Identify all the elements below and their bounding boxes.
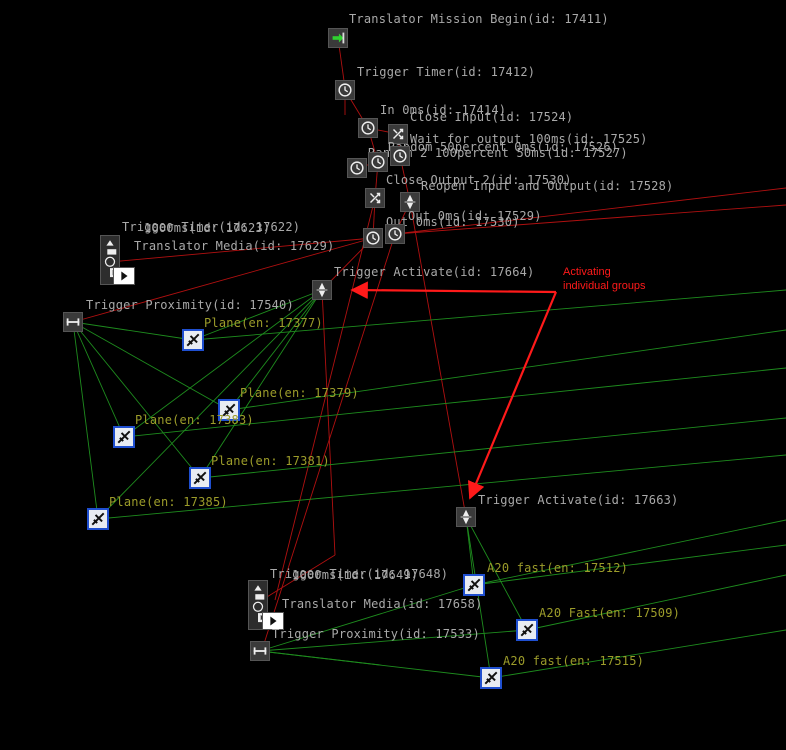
activate-diamond-icon[interactable] (312, 280, 332, 300)
node-label-trigger-proximity-left: Trigger Proximity(id: 17540) (86, 298, 294, 312)
node-label-cluster-left-c: Translator Media(id: 17629) (134, 239, 335, 253)
plane-icon[interactable] (516, 619, 538, 641)
node-label-trigger-activate-top: Trigger Activate(id: 17664) (334, 265, 535, 279)
plane-icon[interactable] (189, 467, 211, 489)
node-label-random-a: Random 50percent 0ms(id: 17526) (388, 140, 619, 154)
plane-icon[interactable] (182, 329, 204, 351)
clock-icon[interactable] (335, 80, 355, 100)
entity-label-a20-17515: A20 fast(en: 17515) (503, 654, 645, 668)
proximity-bar-icon[interactable] (63, 312, 83, 332)
entity-label-plane-17377: Plane(en: 17377) (204, 316, 323, 330)
node-label-wait-output: Wait for output 100ms(id: 17525) (410, 132, 648, 146)
clock-icon[interactable] (363, 228, 383, 248)
clock-icon[interactable] (368, 152, 388, 172)
dice-shuffle-icon[interactable] (365, 188, 385, 208)
node-label-cluster-bottom-c: Translator Media(id: 17658) (282, 597, 483, 611)
node-label-close-input: Close Input(id: 17524) (410, 110, 574, 124)
clock-icon[interactable] (358, 118, 378, 138)
node-label-trigger-timer-top: Trigger Timer(id: 17412) (357, 65, 536, 79)
node-label-reopen-io: Reopen Input and Output(id: 17528) (421, 179, 674, 193)
plane-icon[interactable] (480, 667, 502, 689)
clock-icon[interactable] (390, 146, 410, 166)
node-label-in-0ms: In 0ms(id: 17414) (380, 103, 507, 117)
node-label-cluster-left-b: 1000ms(id: 17623) (144, 221, 271, 235)
entity-label-plane-17385: Plane(en: 17385) (109, 495, 228, 509)
annotation-line1: Activating (563, 266, 611, 278)
entity-label-plane-17379: Plane(en: 17379) (240, 386, 359, 400)
node-label-trigger-proximity-bottom: Trigger Proximity(id: 17533) (272, 627, 480, 641)
node-label-out-0ms-b: Out 0ms(id: 17530) (386, 215, 520, 229)
entity-label-plane-17383: Plane(en: 17383) (135, 413, 254, 427)
plane-icon[interactable] (218, 399, 240, 421)
node-label-cluster-bottom-a: Trigger Timer(id: 17648) (270, 567, 449, 581)
activate-diamond-icon[interactable] (456, 507, 476, 527)
entity-wires (72, 289, 786, 679)
node-label-trigger-activate-bottom: Trigger Activate(id: 17663) (478, 493, 679, 507)
node-label-out-0ms: Out 0ms(id: 17529) (408, 209, 542, 223)
node-label-mission-begin: Translator Mission Begin(id: 17411) (349, 12, 609, 26)
dice-shuffle-icon[interactable] (388, 124, 408, 144)
node-label-random-b: Random 2 100percent 50ms(id: 17527) (368, 146, 628, 160)
media-play-icon[interactable] (262, 612, 284, 630)
node-label-close-output2: Close Output 2(id: 17530) (386, 173, 572, 187)
enter-arrow-icon[interactable] (328, 28, 348, 48)
plane-icon[interactable] (87, 508, 109, 530)
annotation-arrows (350, 281, 558, 500)
entity-label-a20-17509: A20 Fast(en: 17509) (539, 606, 681, 620)
entity-label-plane-17381: Plane(en: 17381) (211, 454, 330, 468)
node-label-cluster-left-a: Trigger Timer(id: 17622) (122, 220, 301, 234)
logic-wires (72, 37, 786, 651)
proximity-bar-icon[interactable] (250, 641, 270, 661)
entity-label-a20-17512: A20 fast(en: 17512) (487, 561, 629, 575)
activate-diamond-icon[interactable] (400, 192, 420, 212)
plane-icon[interactable] (463, 574, 485, 596)
clock-icon[interactable] (347, 158, 367, 178)
media-play-icon[interactable] (113, 267, 135, 285)
annotation-line2: individual groups (563, 280, 646, 292)
annotation-text: Activating individual groups (563, 265, 646, 293)
clock-icon[interactable] (385, 224, 405, 244)
plane-icon[interactable] (113, 426, 135, 448)
node-label-cluster-bottom-b: 1000ms(id: 17649) (292, 568, 419, 582)
